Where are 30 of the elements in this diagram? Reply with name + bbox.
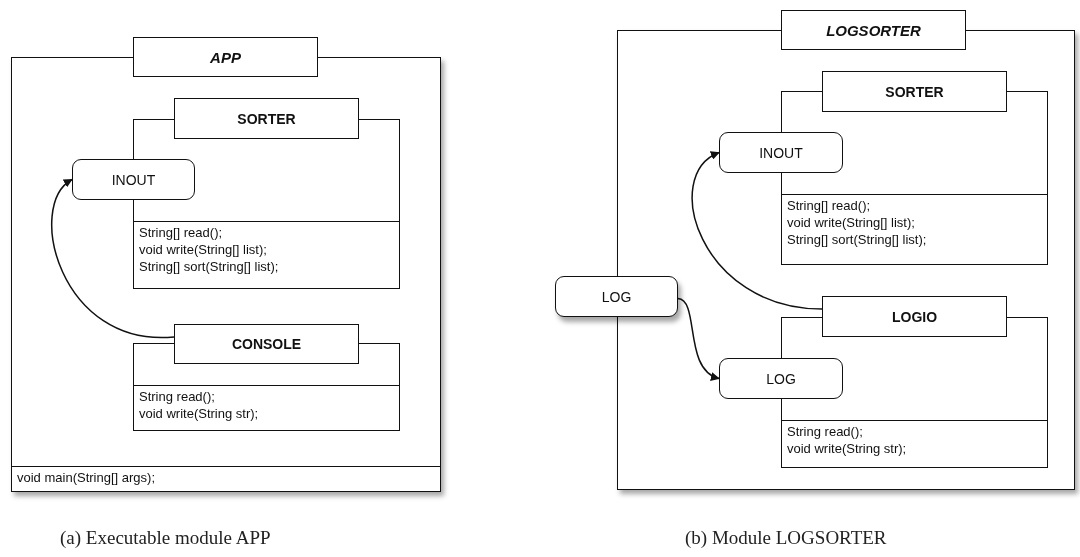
method-signature: void write(String str); (139, 404, 260, 422)
title-text: SORTER (237, 110, 296, 127)
title-text: CONSOLE (231, 336, 302, 352)
port-box (72, 159, 195, 200)
method-signature: String[] read(); (787, 196, 872, 214)
port-box (719, 132, 843, 173)
port-label: LOG (601, 288, 632, 305)
title-text: LOGSORTER (826, 21, 921, 39)
arrow (677, 297, 720, 380)
port-box (555, 276, 678, 317)
method-signature: void write(String str); (787, 439, 908, 457)
method-signature: void main(String[] args); (17, 468, 156, 486)
method-signature: String[] sort(String[] list); (787, 230, 928, 248)
method-signature: String[] sort(String[] list); (139, 257, 280, 275)
method-signature: String[] read(); (139, 223, 224, 241)
arrow (691, 151, 823, 310)
port-label: INOUT (111, 171, 156, 188)
arrow (51, 178, 175, 338)
title-text: LOGIO (891, 308, 938, 325)
figure-caption: (b) Module LOGSORTER (685, 527, 887, 549)
method-signature: String read(); (139, 387, 216, 405)
figure-caption: (a) Executable module APP (60, 527, 271, 549)
port-label: INOUT (759, 144, 803, 161)
method-signature: String read(); (787, 422, 864, 440)
title-text: SORTER (885, 83, 944, 100)
title-text: APP (210, 48, 241, 66)
port-box (719, 358, 843, 399)
method-signature: void write(String[] list); (139, 240, 268, 258)
port-label: LOG (766, 370, 796, 387)
method-signature: void write(String[] list); (787, 213, 916, 231)
